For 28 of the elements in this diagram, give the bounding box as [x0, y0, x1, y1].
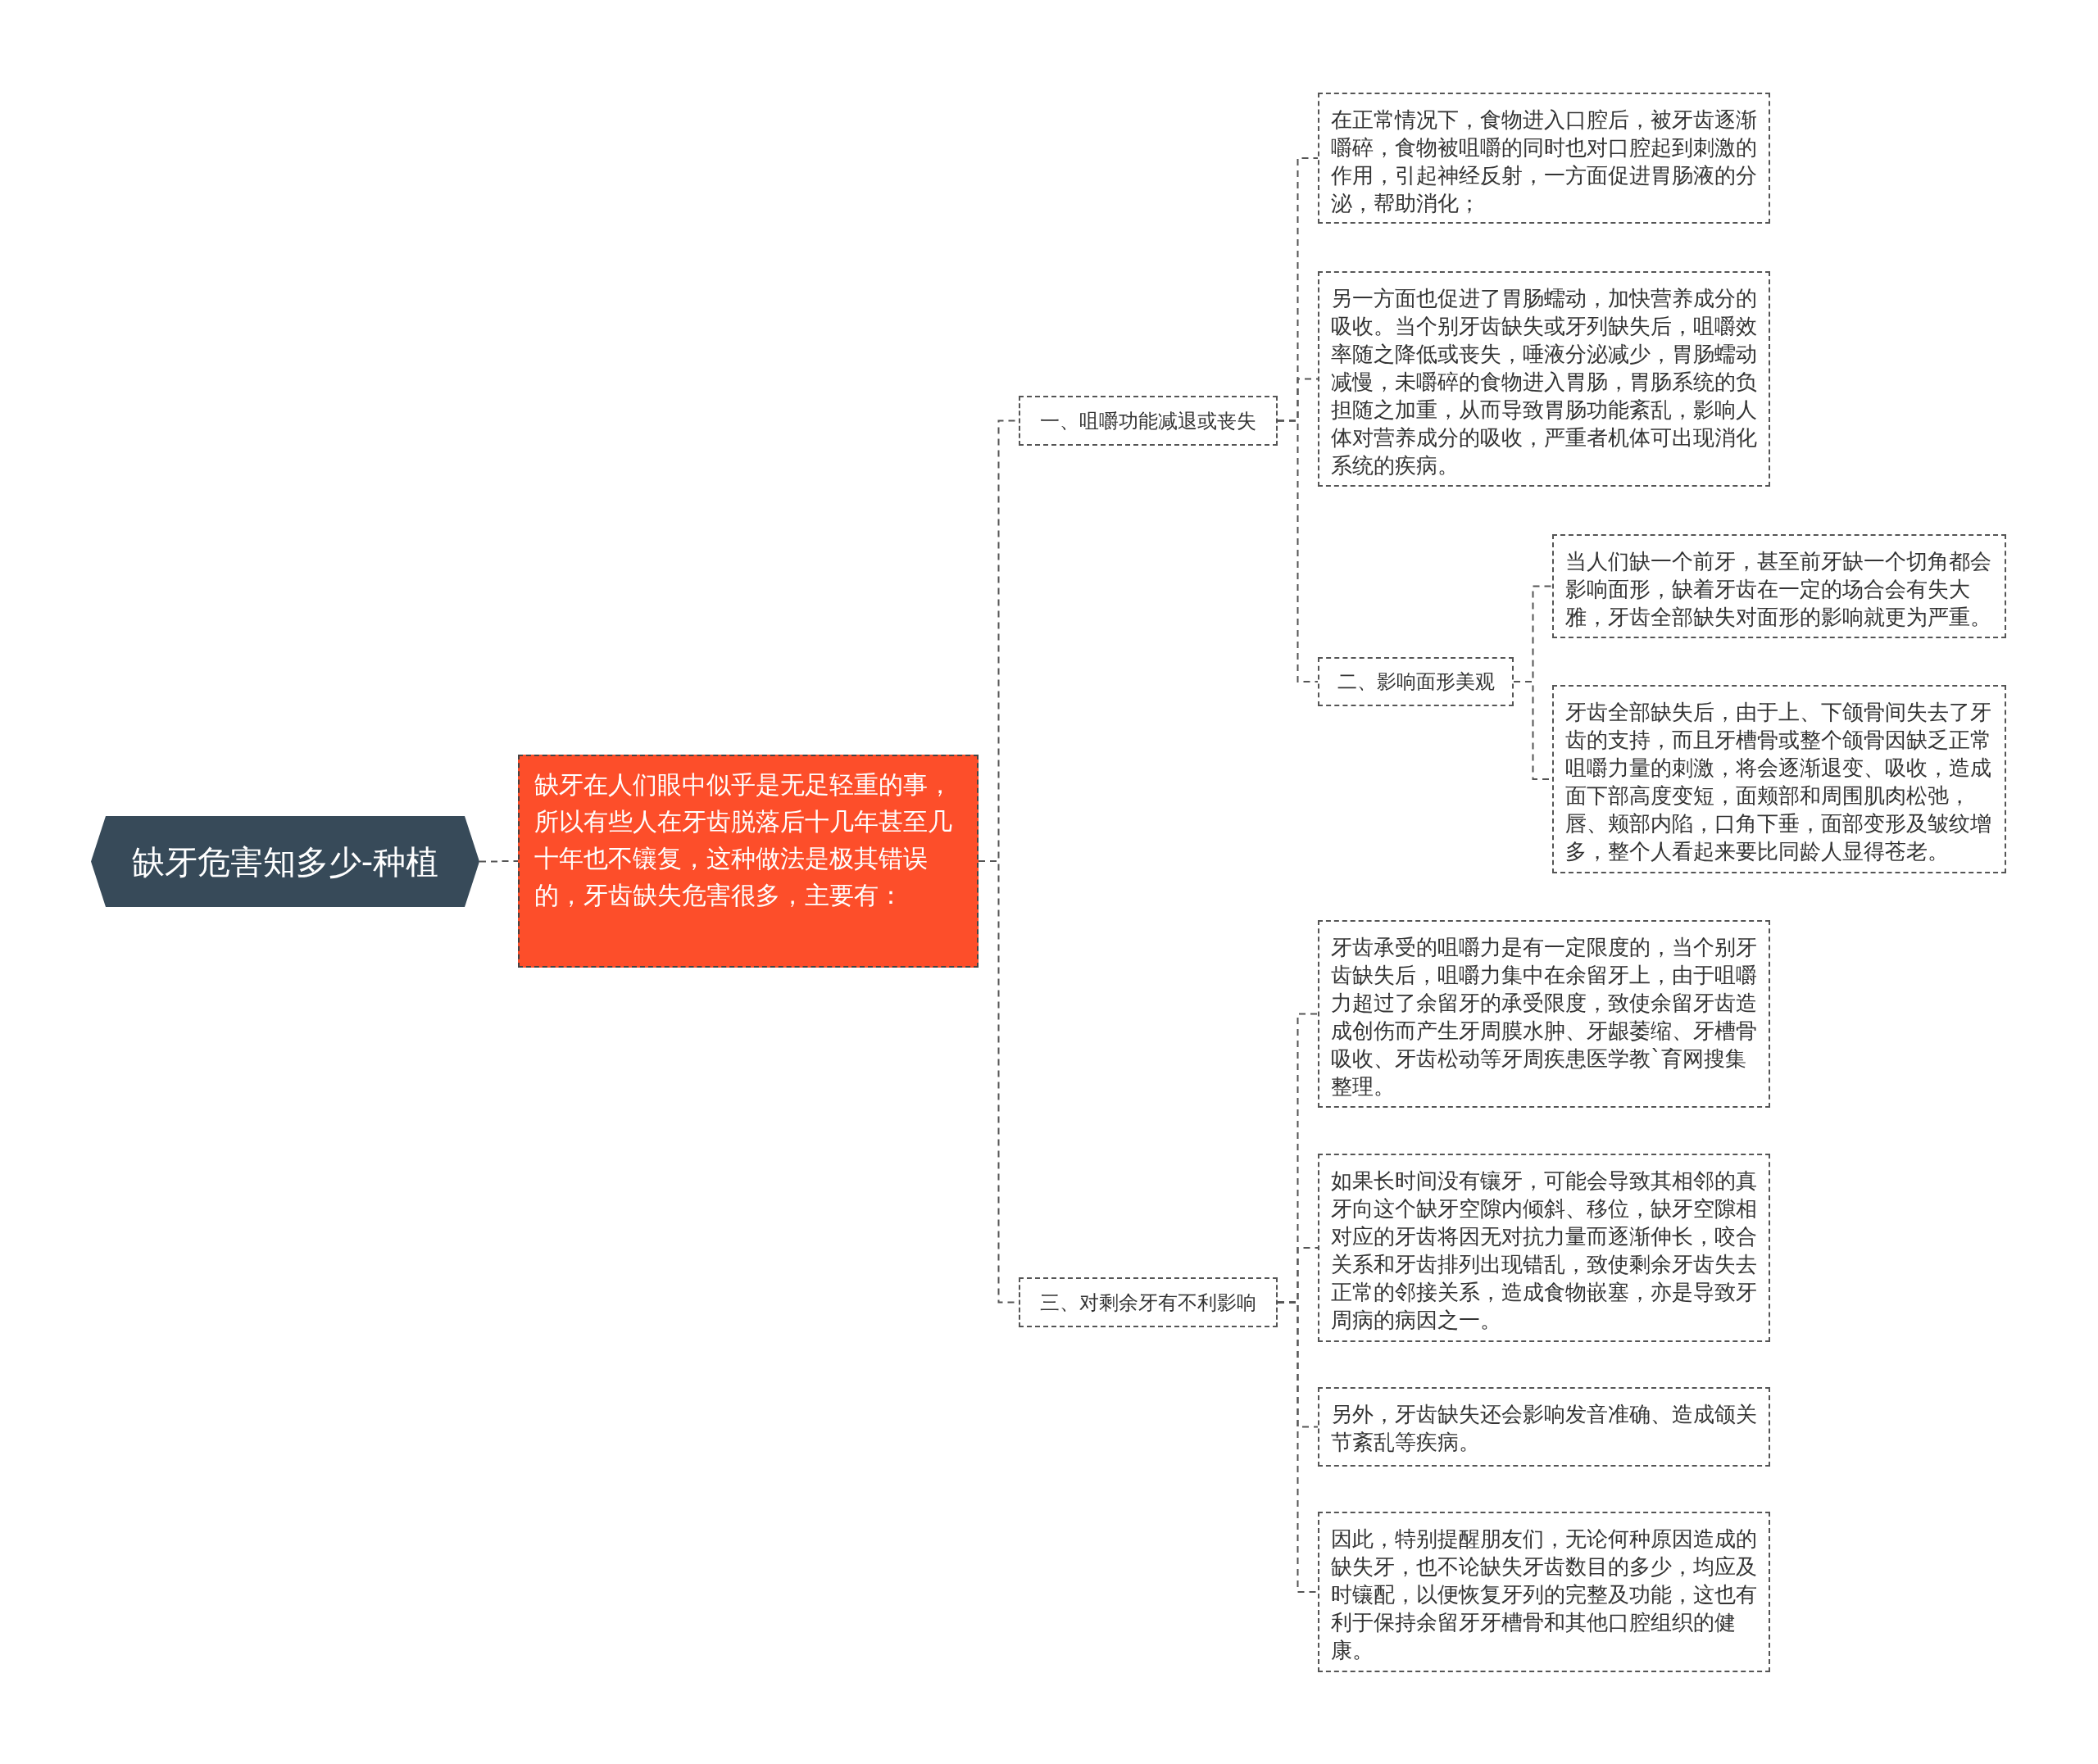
branch-box	[1019, 1277, 1278, 1327]
note-box	[1318, 920, 1770, 1108]
note-box	[1318, 1387, 1770, 1467]
note-text: 在正常情况下，食物进入口腔后，被牙齿逐渐嚼碎，食物被咀嚼的同时也对口腔起到刺激的作用，引起神经反射，一方面促进胃肠液的分泌，帮助消化；	[1331, 107, 1757, 215]
branch-label: 二、影响面形美观	[1337, 669, 1495, 694]
topic-title: 缺牙危害知多少-种植	[131, 841, 439, 882]
note-text: 牙齿承受的咀嚼力是有一定限度的，当个别牙齿缺失后，咀嚼力集中在余留牙上，由于咀嚼力超过了余留牙的承受限度，致使余留牙齿造成创伤而产生牙周膜水肿、牙龈萎缩、牙槽骨吸收、牙齿松动等牙周疾患医学教`育网搜集整理。	[1331, 935, 1757, 1099]
note-text: 如果长时间没有镶牙，可能会导致其相邻的真牙向这个缺牙空隙内倾斜、移位，缺牙空隙相对应的牙齿将因无对抗力量而逐渐伸长，咬合关系和牙齿排列出现错乱，致使剩余牙齿失去正常的邻接关系，造成食物嵌塞，亦是导致牙周病的病因之一。	[1331, 1168, 1757, 1332]
note-box	[1318, 1512, 1770, 1672]
note-text: 另一方面也促进了胃肠蠕动，加快营养成分的吸收。当个别牙齿缺失或牙列缺失后，咀嚼效率随之降低或丧失，唾液分泌减少，胃肠蠕动减慢，未嚼碎的食物进入胃肠，胃肠系统的负担随之加重，从而导致胃肠功能紊乱，影响人体对营养成分的吸收，严重者机体可出现消化系统的疾病。	[1331, 286, 1757, 478]
note-text: 缺牙在人们眼中似乎是无足轻重的事，所以有些人在牙齿脱落后十几年甚至几十年也不镶复，这种做法是极其错误的，牙齿缺失危害很多，主要有：	[534, 770, 952, 909]
branch-label: 三、对剩余牙有不利影响	[1040, 1290, 1256, 1315]
note-text: 因此，特别提醒朋友们，无论何种原因造成的缺失牙，也不论缺失牙齿数目的多少，均应及时镶配，以便恢复牙列的完整及功能，这也有利于保持余留牙牙槽骨和其他口腔组织的健康。	[1331, 1526, 1757, 1662]
note-box	[1318, 93, 1770, 224]
note-box	[1552, 685, 2006, 873]
intro-box	[518, 755, 979, 968]
note-box	[1318, 271, 1770, 487]
branch-box	[1019, 396, 1278, 446]
note-text: 当人们缺一个前牙，甚至前牙缺一个切角都会影响面形，缺着牙齿在一定的场合会有失大雅，牙齿全部缺失对面形的影响就更为严重。	[1565, 549, 1991, 629]
note-text: 另外，牙齿缺失还会影响发音准确、造成颌关节紊乱等疾病。	[1331, 1402, 1757, 1454]
note-box	[1552, 534, 2006, 638]
connector-line	[1277, 1301, 1319, 1593]
connector-line	[1277, 419, 1319, 682]
connector-line	[479, 860, 519, 863]
note-text: 牙齿全部缺失后，由于上、下颌骨间失去了牙齿的支持，而且牙槽骨或整个颌骨因缺乏正常咀嚼力量的刺激，将会逐渐退变、吸收，造成面下部高度变短，面颊部和周围肌肉松弛，唇、颊部内陷，口角下垂，面部变形及皱纹增多，整个人看起来要比同龄人显得苍老。	[1565, 700, 1991, 864]
branch-label: 一、咀嚼功能减退或丧失	[1040, 408, 1256, 433]
note-box	[1318, 1154, 1770, 1342]
branch-box	[1318, 657, 1514, 706]
